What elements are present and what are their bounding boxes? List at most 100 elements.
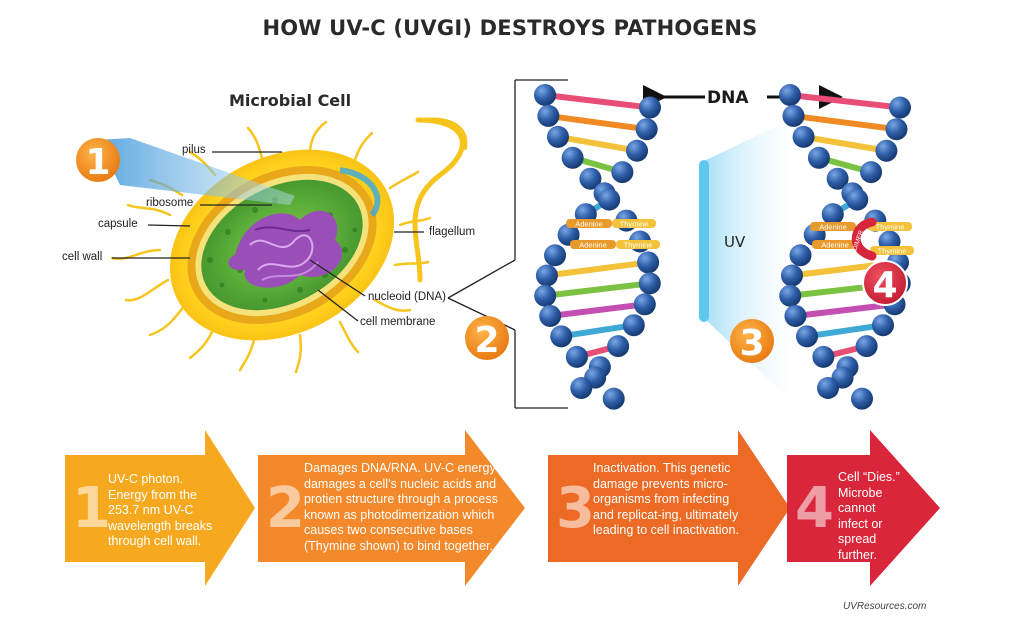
backbone-bead [544,244,567,267]
dna-helix-normal [534,84,661,410]
backbone-bead [807,146,830,169]
backbone-bead [565,345,588,368]
backbone-bead [570,377,593,399]
base-pair-rung [542,92,653,111]
backbone-bead [850,387,873,410]
backbone-bead [579,167,602,190]
backbone-bead [846,188,869,211]
backbone-bead [789,244,812,267]
base-pair-rung [543,259,652,279]
adenine-label: Adenine [819,223,847,232]
backbone-bead [626,139,649,162]
backbone-bead [639,96,661,119]
backbone-bead [598,188,621,211]
backbone-bead [826,167,849,190]
label-ribosome: ribosome [146,197,194,209]
svg-text:2: 2 [474,320,499,361]
base-pair-rung [547,301,648,319]
backbone-bead [875,139,898,162]
base-pair-rung [545,112,650,133]
microbial-cell-illustration [98,117,468,374]
base-pair-rung [787,92,903,111]
adenine-label: Adenine [575,220,603,229]
uv-label: UV [724,233,746,251]
backbone-bead [872,314,895,337]
backbone-bead [633,293,656,316]
badge-3: 3 [730,319,774,364]
backbone-bead [885,118,908,141]
backbone-bead [782,104,805,127]
base-pair-rung [790,112,900,133]
base-pair-rung [554,133,641,154]
base-pair-rung [558,322,637,340]
base-pair-rung [803,322,887,340]
credit: UVResources.com [843,601,927,612]
backbone-bead [546,125,569,148]
backbone-bead [780,264,803,287]
backbone-bead [860,161,883,184]
step-3-number: 3 [556,476,595,541]
backbone-bead [889,96,911,119]
backbone-bead [637,251,660,274]
step-2-number: 2 [266,476,305,541]
base-pair-rung [792,301,898,319]
backbone-bead [638,272,661,295]
thymine-label: Thymine [624,241,653,250]
backbone-bead [602,387,625,410]
svg-text:3: 3 [739,323,764,364]
step-arrows [65,430,940,586]
step-4-text: Cell “Dies.” Microbe cannot infect or sp… [838,470,900,562]
backbone-bead [611,161,634,184]
backbone-bead [534,284,557,307]
backbone-bead [812,345,835,368]
adenine-label: Adenine [579,241,607,250]
svg-text:4: 4 [872,265,897,306]
backbone-bead [779,84,801,106]
backbone-bead [622,314,645,337]
base-pair-labels-normal: Adenine Thymine Adenine Thymine [566,219,660,250]
badge-4: 4 [862,260,908,306]
page-title: HOW UV-C (UVGI) DESTROYS PATHOGENS [262,16,758,40]
backbone-bead [550,325,573,348]
badge-1: 1 [76,138,120,183]
backbone-bead [535,264,558,287]
backbone-bead [855,335,878,358]
backbone-bead [779,284,802,307]
base-pair-labels-dimer: Adenine Thymine Adenine Thymine DIMER [810,217,914,261]
backbone-bead [821,203,844,226]
step-4-number: 4 [795,476,834,541]
cell-heading: Microbial Cell [229,91,352,110]
label-capsule: capsule [98,218,138,230]
step-3-text: Inactivation. This genetic damage preven… [593,461,739,537]
backbone-bead [792,125,815,148]
backbone-bead [817,377,840,399]
zoom-bracket [447,79,568,409]
backbone-bead [635,118,658,141]
dna-label: DNA [707,88,749,108]
badge-2: 2 [465,316,509,361]
base-pair-rung [800,133,890,154]
backbone-bead [539,304,562,327]
step-1-text: UV-C photon. Energy from the 253.7 nm UV… [108,472,213,548]
nucleoid-dna [228,210,343,288]
label-pilus: pilus [182,144,206,156]
uv-lamp [699,160,709,322]
thymine-label: Thymine [876,223,905,232]
label-cell-membrane: cell membrane [360,316,436,328]
thymine-label: Thymine [878,247,907,256]
adenine-label: Adenine [821,241,849,250]
step-1-number: 1 [72,476,111,541]
backbone-bead [561,146,584,169]
thymine-label: Thymine [620,220,649,229]
svg-text:1: 1 [85,142,110,183]
backbone-bead [534,84,556,106]
step-2-text: Damages DNA/RNA. UV-C energy damages a c… [304,461,498,553]
label-flagellum: flagellum [429,226,476,238]
label-cell-wall: cell wall [62,251,103,263]
backbone-bead [784,304,807,327]
label-nucleoid: nucleoid (DNA) [368,291,446,303]
backbone-bead [607,335,630,358]
backbone-bead [537,104,560,127]
